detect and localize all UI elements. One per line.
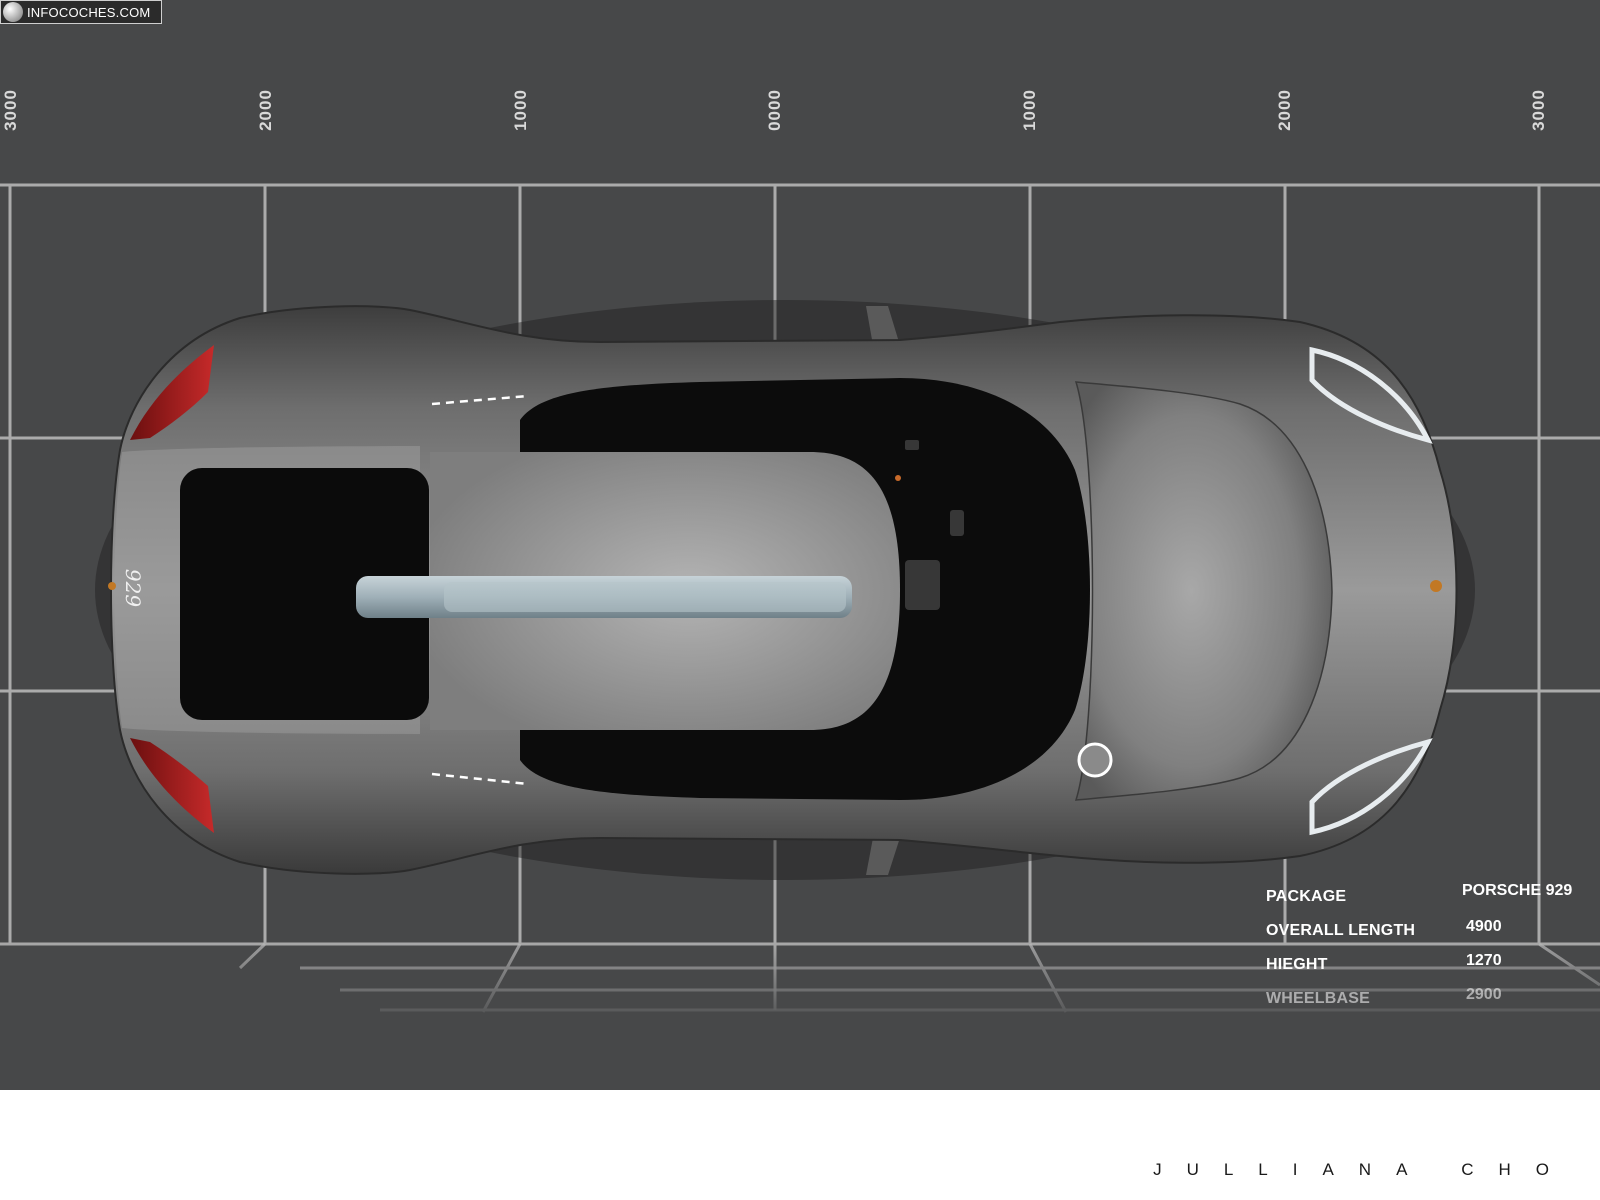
spec-label: HIEGHT — [1266, 956, 1328, 973]
tail-light-top — [130, 345, 214, 440]
ruler-label: 1000 — [511, 89, 530, 131]
ruler-label: 2000 — [1275, 89, 1294, 131]
porsche-crest-front — [1430, 580, 1442, 592]
spec-value: PORSCHE 929 — [1462, 882, 1573, 899]
ruler-label: 3000 — [1529, 89, 1548, 131]
spec-value: 1270 — [1466, 952, 1502, 969]
spec-label: WHEELBASE — [1266, 990, 1371, 1007]
site-watermark: INFOCOCHES.COM — [0, 0, 162, 24]
model-badge: 929 — [121, 569, 145, 607]
hood — [1074, 381, 1333, 801]
porsche-crest-rear — [108, 582, 116, 590]
blueprint-stage: 929 INFOCOCHES.COM 3000 2000 1000 0000 1… — [0, 0, 1600, 1090]
tail-light-bottom — [130, 738, 214, 833]
car-top-view-illustration: 929 — [0, 183, 1600, 1030]
watermark-logo-icon — [3, 2, 23, 22]
spec-label: PACKAGE — [1266, 888, 1347, 905]
headlight-bottom — [1309, 738, 1433, 836]
fuel-cap — [1077, 742, 1113, 778]
headlight-top — [1309, 346, 1433, 444]
watermark-text: INFOCOCHES.COM — [27, 4, 151, 20]
spec-row-height: HIEGHT 1270 — [1266, 950, 1586, 984]
spec-label: OVERALL LENGTH — [1266, 922, 1416, 939]
spec-row-package: PACKAGE PORSCHE 929 — [1266, 882, 1586, 916]
spec-value: 2900 — [1466, 986, 1502, 1003]
ruler-label: 0000 — [765, 89, 784, 131]
spec-table: PACKAGE PORSCHE 929 OVERALL LENGTH 4900 … — [1266, 882, 1586, 1018]
spec-value: 4900 — [1466, 918, 1502, 935]
designer-credit: JULLIANA CHO — [1153, 1160, 1574, 1179]
ruler-label: 1000 — [1020, 89, 1039, 131]
ruler-label: 2000 — [256, 89, 275, 131]
spec-row-wheelbase: WHEELBASE 2900 — [1266, 984, 1586, 1018]
rear-window — [180, 468, 429, 720]
spec-row-overall-length: OVERALL LENGTH 4900 — [1266, 916, 1586, 950]
ruler-label: 3000 — [1, 89, 20, 131]
